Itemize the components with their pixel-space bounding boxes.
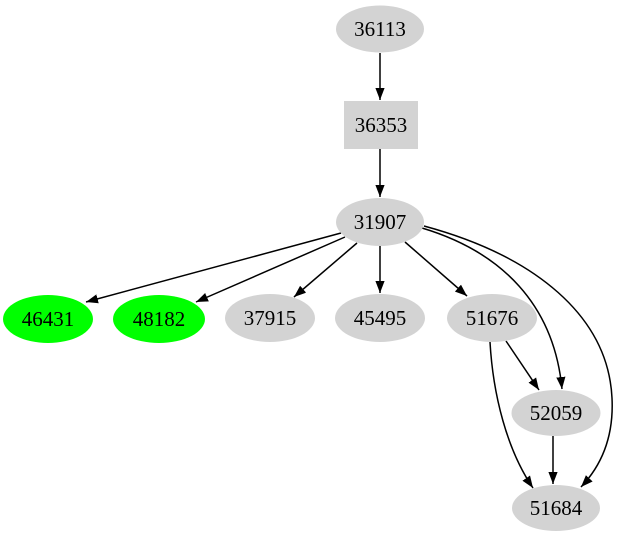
node-label: 51676 <box>466 306 519 330</box>
node-ellipse-shape <box>447 294 537 342</box>
edge-31907-52059 <box>421 227 566 390</box>
node-label: 37915 <box>244 306 297 330</box>
node-label: 48182 <box>133 307 186 331</box>
graph-node-51684: 51684 <box>512 485 600 531</box>
node-label: 51684 <box>530 496 583 520</box>
node-label: 31907 <box>354 210 407 234</box>
graph-node-45495: 45495 <box>335 294 425 342</box>
node-ellipse-shape <box>336 198 424 246</box>
graph-node-46431: 46431 <box>3 295 93 343</box>
node-label: 52059 <box>530 401 583 425</box>
graph-node-31907: 31907 <box>336 198 424 246</box>
graph-node-48182: 48182 <box>113 295 205 343</box>
node-ellipse-shape <box>3 295 93 343</box>
graph-node-36113: 36113 <box>336 5 424 53</box>
node-label: 45495 <box>354 306 407 330</box>
graph-node-36353: 36353 <box>344 101 418 149</box>
node-ellipse-shape <box>511 390 601 436</box>
node-ellipse-shape <box>335 294 425 342</box>
edge-51676-51684 <box>489 341 534 489</box>
node-label: 36113 <box>354 17 406 41</box>
edge-31907-51684 <box>423 225 613 488</box>
node-ellipse-shape <box>225 294 315 342</box>
node-ellipse-shape <box>512 485 600 531</box>
edge-31907-48182 <box>195 236 346 303</box>
node-label: 46431 <box>22 307 75 331</box>
edge-51676-52059 <box>505 340 540 391</box>
node-label: 36353 <box>355 113 408 137</box>
graph-node-52059: 52059 <box>511 390 601 436</box>
node-ellipse-shape <box>113 295 205 343</box>
node-ellipse-shape <box>336 5 424 53</box>
graph-node-51676: 51676 <box>447 294 537 342</box>
edge-31907-37915 <box>293 242 358 298</box>
graph-node-37915: 37915 <box>225 294 315 342</box>
edge-31907-46431 <box>85 232 342 304</box>
edge-31907-51676 <box>404 241 468 297</box>
node-box-shape <box>344 101 418 149</box>
